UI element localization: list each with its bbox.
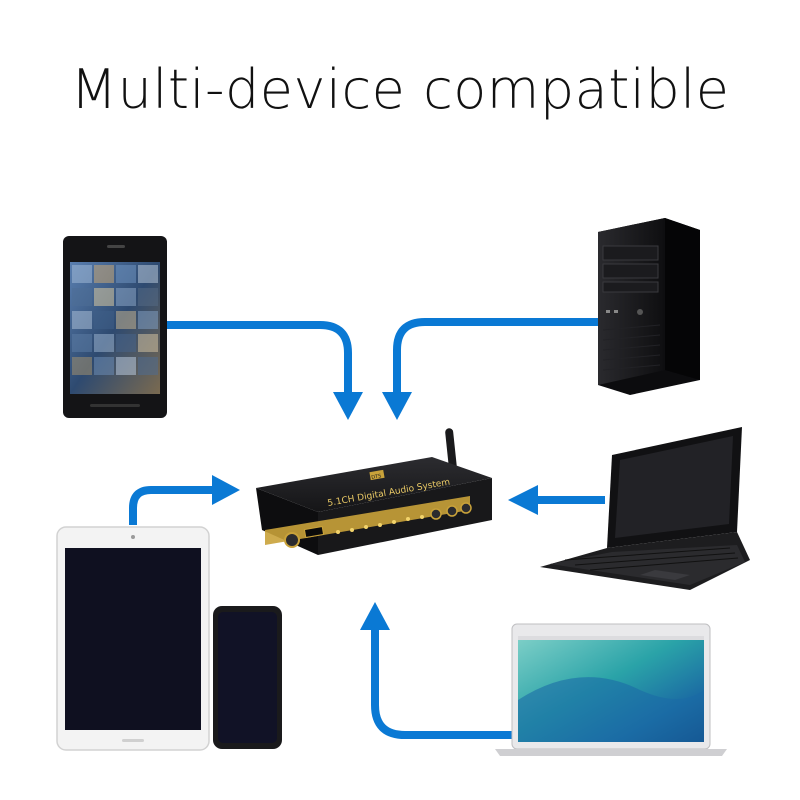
usb-port: [303, 525, 325, 539]
arrowhead-tower: [382, 392, 412, 420]
macbook-icon: [495, 623, 727, 756]
arrowhead-tablet: [212, 475, 240, 505]
arrow-tower-to-hub: [393, 318, 598, 395]
audio-decoder-hub: DTS 5.1CH Digital Audio System: [256, 428, 492, 555]
arrow-heads: [212, 392, 538, 630]
arrow-phone-to-hub: [165, 321, 352, 395]
arrow-tablet-to-hub: [129, 486, 215, 525]
arrowhead-phone: [333, 392, 363, 420]
phone-icon: [63, 236, 167, 418]
connection-arrows: [129, 318, 605, 739]
control-knob-1: [430, 508, 442, 520]
page-title: Multi-device compatible: [70, 58, 730, 121]
control-knob-2: [446, 505, 458, 517]
tablet-icon: [56, 526, 210, 751]
arrowhead-macbook: [360, 602, 390, 630]
dts-badge: [369, 469, 385, 481]
arrowhead-laptop: [508, 485, 538, 515]
laptop-icon: [540, 427, 750, 590]
control-knob-3: [460, 502, 472, 514]
power-knob: [284, 532, 300, 548]
arrow-macbook-to-hub: [371, 628, 515, 739]
tower-pc-icon: [598, 218, 700, 395]
smartphone-front-icon: [213, 606, 282, 749]
status-leds: [336, 515, 424, 534]
dts-badge-text: DTS: [371, 473, 382, 481]
